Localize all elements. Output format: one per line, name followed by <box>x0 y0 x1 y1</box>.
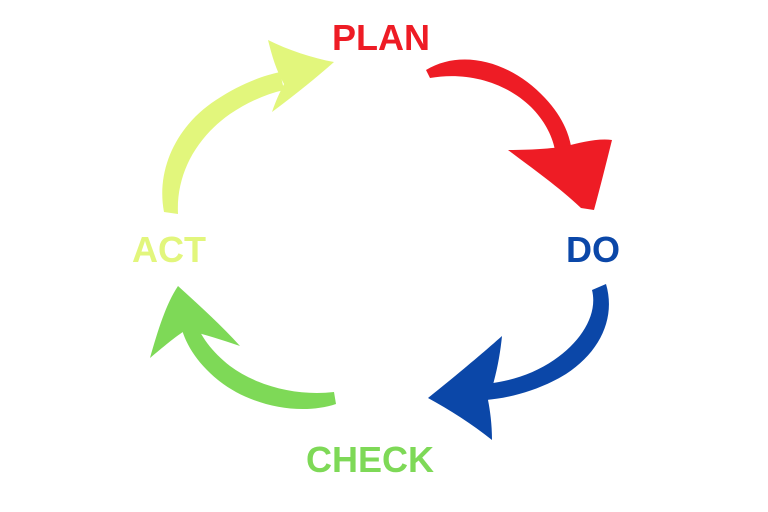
arrow-act-to-plan-head <box>268 40 334 112</box>
arrow-check-to-act <box>150 286 336 410</box>
arrow-do-to-check-shaft <box>484 284 609 400</box>
arrow-plan-to-do <box>426 59 612 210</box>
arrow-plan-to-do-head <box>508 139 612 210</box>
arrow-plan-to-do-shaft <box>426 59 571 150</box>
stage-label-act: ACT <box>132 229 206 270</box>
arrow-check-to-act-head <box>150 286 240 358</box>
arrow-act-to-plan-shaft <box>162 72 284 214</box>
stage-label-plan: PLAN <box>332 17 430 58</box>
arrow-do-to-check-head <box>428 336 502 440</box>
arrow-act-to-plan <box>162 40 334 214</box>
arrow-do-to-check <box>428 284 609 440</box>
stage-label-check: CHECK <box>306 439 435 480</box>
stage-label-do: DO <box>566 229 620 270</box>
